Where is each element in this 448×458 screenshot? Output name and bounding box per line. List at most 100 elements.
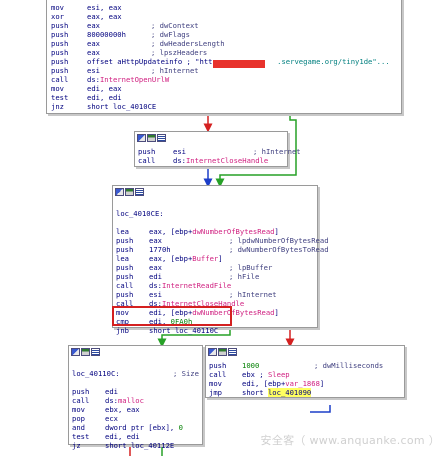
block-header <box>69 346 202 359</box>
asm-mnemonic: test <box>72 432 90 441</box>
asm-operand-tail: ] <box>274 308 279 317</box>
block-header <box>113 186 317 199</box>
asm-mnemonic: push <box>72 387 90 396</box>
asm-label-line: loc_40110C:; Size <box>69 369 202 378</box>
asm-mnemonic: xor <box>51 12 64 21</box>
api-ref: dwNumberOfBytesRead <box>192 227 275 236</box>
numeric-literal: 0 <box>178 423 183 432</box>
asm-operand: ds:InternetReadFile <box>149 281 231 290</box>
asm-mnemonic: mov <box>116 308 129 317</box>
asm-operand-text: eax, [ebp+ <box>149 227 193 236</box>
asm-operand-tail: ] <box>218 254 223 263</box>
asm-operand-text: eax, eax <box>87 12 122 21</box>
asm-operand: eax, eax <box>87 12 122 21</box>
edge-loop-back <box>310 405 331 413</box>
asm-operand-text: esi <box>149 290 162 299</box>
asm-comment: ; dwMilliseconds <box>314 361 384 370</box>
asm-operand: short loc_40110C <box>149 326 218 335</box>
asm-comment: ; lpdwNumberOfBytesRead <box>229 236 329 245</box>
asm-operand: esi <box>149 290 162 299</box>
asm-operand: edi, eax <box>87 84 122 93</box>
asm-comment: ; hInternet <box>229 290 277 299</box>
asm-operand: eax, [ebp+Buffer] <box>149 254 223 263</box>
asm-mnemonic: push <box>116 290 134 299</box>
asm-operand-text: eax <box>149 263 162 272</box>
api-ref: var_1868 <box>285 379 320 388</box>
asm-operand-text: offset aHttpUpdateinfo ; "http: <box>87 57 222 66</box>
asm-operand-text: ecx <box>105 414 118 423</box>
asm-operand-text: ds: <box>87 75 100 84</box>
asm-label-line: loc_4010CE: <box>113 209 317 218</box>
asm-comment: ; dwContext <box>151 21 199 30</box>
image-icon <box>218 348 227 356</box>
asm-operand: ds:InternetCloseHandle <box>149 299 244 308</box>
asm-operand-text: ds: <box>105 396 118 405</box>
asm-operand-text: dword ptr [ebx], <box>105 423 179 432</box>
asm-operand: 80000000h <box>87 30 126 39</box>
asm-mnemonic: call <box>51 75 69 84</box>
asm-operand-text: esi <box>87 66 100 75</box>
asm-mnemonic: test <box>51 93 69 102</box>
graph-icon <box>71 348 80 356</box>
asm-operand-text: edi, edi <box>105 432 140 441</box>
asm-operand: short loc_4010CE <box>87 102 156 111</box>
asm-operand: eax <box>87 39 100 48</box>
asm-line: test edi, edi <box>69 432 202 441</box>
asm-operand-text: short loc_4010CE <box>87 102 157 111</box>
asm-operand: short loc_40112E <box>105 441 174 450</box>
asm-comment: ; hInternet <box>151 66 199 75</box>
asm-mnemonic: jmp <box>209 388 222 397</box>
asm-operand: 1000 <box>242 361 259 370</box>
asm-operand-text: eax, [ebp+ <box>149 254 193 263</box>
list-icon <box>228 348 237 356</box>
asm-mnemonic: push <box>51 21 69 30</box>
code-label: loc_40110C: <box>72 369 120 378</box>
asm-mnemonic: jnz <box>51 102 64 111</box>
asm-operand-text: edi, <box>149 317 171 326</box>
asm-comment: ; dwHeadersLength <box>151 39 225 48</box>
asm-mnemonic: push <box>116 263 134 272</box>
image-icon <box>81 348 90 356</box>
list-icon <box>157 134 166 142</box>
asm-operand-text: ebx, eax <box>105 405 140 414</box>
asm-operand: edi, edi <box>105 432 140 441</box>
asm-operand-text: esi <box>173 147 186 156</box>
redacted-domain <box>213 60 265 68</box>
asm-mnemonic: push <box>116 272 134 281</box>
api-ref: InternetCloseHandle <box>185 156 269 165</box>
asm-operand-text: edi, [ebp+ <box>242 379 286 388</box>
asm-operand-text: edi, eax <box>87 84 122 93</box>
asm-mnemonic: mov <box>51 84 64 93</box>
asm-mnemonic: push <box>51 66 69 75</box>
asm-mnemonic: mov <box>72 405 85 414</box>
blank-line <box>69 378 202 387</box>
asm-operand-text: edi <box>149 272 162 281</box>
asm-mnemonic: push <box>51 57 69 66</box>
asm-operand-text: short loc_40110C <box>149 326 219 335</box>
asm-operand: short loc_401090 <box>242 388 312 397</box>
edge-true-to-loc-4010ce <box>215 113 297 188</box>
blank-line <box>113 218 317 227</box>
asm-operand: ebx, eax <box>105 405 140 414</box>
highlighted-label: loc_401090 <box>267 388 312 397</box>
asm-operand: edi <box>149 272 162 281</box>
asm-operand-text: short loc_40112E <box>105 441 175 450</box>
asm-operand: 1770h <box>149 245 171 254</box>
